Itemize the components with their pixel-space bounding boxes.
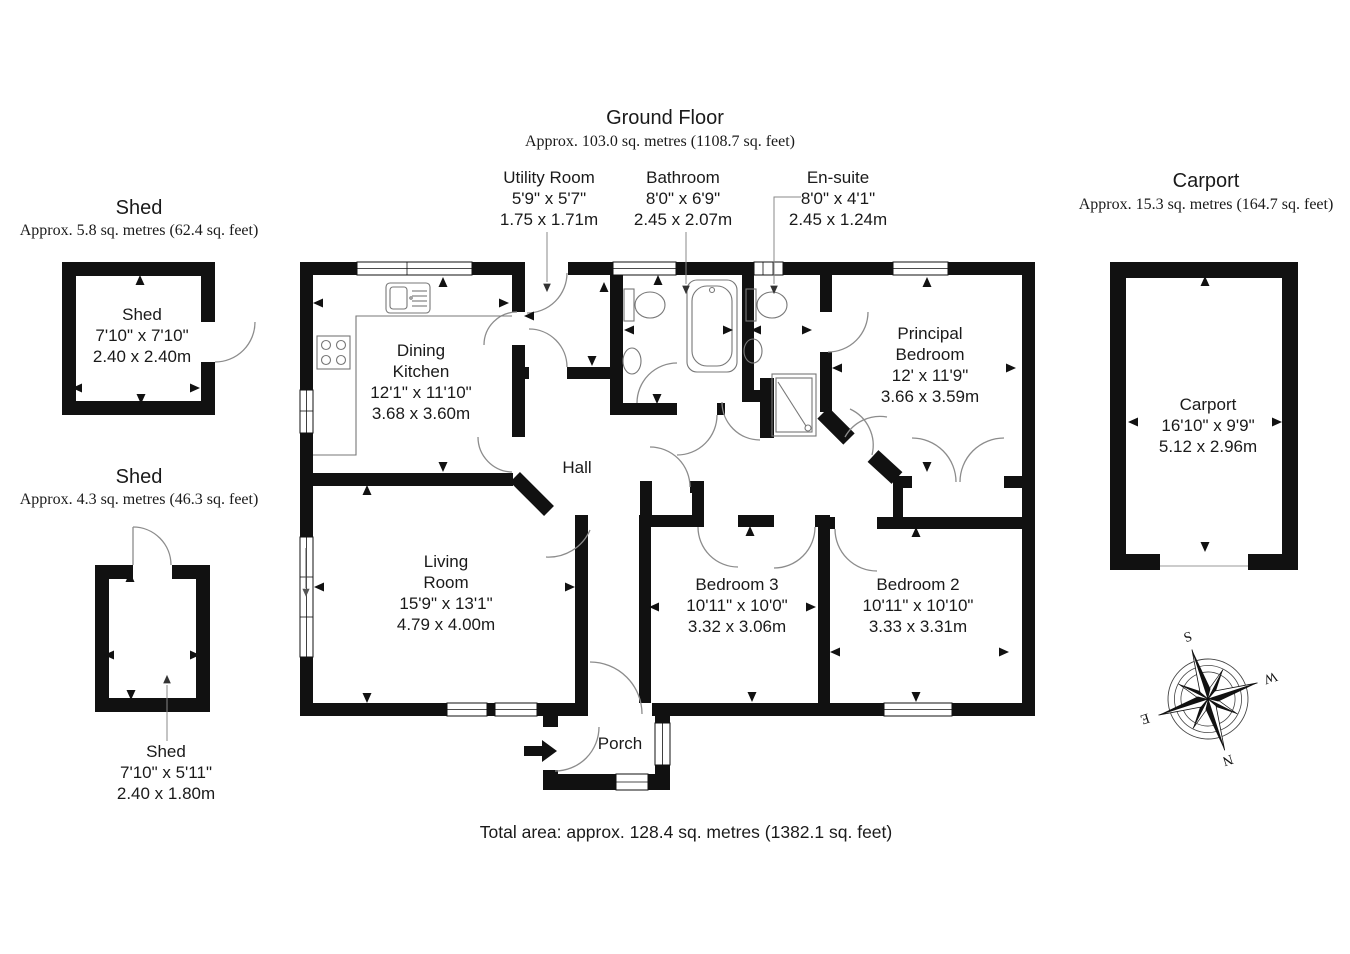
shed1-label: Shed 7'10" x 7'10" 2.40 x 2.40m bbox=[93, 304, 191, 367]
label-line: Room bbox=[423, 573, 469, 592]
room-label-bathroom: Bathroom 8'0" x 6'9" 2.45 x 2.07m bbox=[634, 167, 732, 230]
label-line: Bedroom bbox=[895, 345, 965, 364]
label-line: 10'11" x 10'0" bbox=[686, 596, 788, 615]
room-label-principal-bedroom: Principal Bedroom 12' x 11'9" 3.66 x 3.5… bbox=[881, 323, 979, 407]
leader-lines bbox=[302, 196, 801, 597]
room-label-bedroom3: Bedroom 3 10'11" x 10'0" 3.32 x 3.06m bbox=[686, 574, 787, 637]
label-line: Shed bbox=[122, 305, 162, 324]
compass-rose-icon: N E S W bbox=[1138, 627, 1279, 768]
label-line: 7'10" x 5'11" bbox=[120, 763, 212, 782]
bath-icon bbox=[686, 279, 738, 373]
shed2-header: Shed bbox=[115, 466, 163, 488]
room-label-dining-kitchen: Dining Kitchen 12'1" x 11'10" 3.68 x 3.6… bbox=[370, 340, 471, 424]
label-line: En-suite bbox=[806, 168, 870, 187]
room-label-porch: Porch bbox=[597, 734, 643, 753]
label-line: 2.40 x 1.80m bbox=[116, 784, 216, 803]
label-line: 1.75 x 1.71m bbox=[499, 210, 599, 229]
compass-main-points bbox=[1158, 649, 1258, 751]
room-label-hall: Hall bbox=[562, 458, 592, 477]
label-line: 7'10" x 7'10" bbox=[95, 326, 189, 345]
shed1-area: Approx. 5.8 sq. metres (62.4 sq. feet) bbox=[19, 222, 259, 239]
label-line: 12' x 11'9" bbox=[891, 366, 969, 385]
room-label-ensuite: En-suite 8'0" x 4'1" 2.45 x 1.24m bbox=[789, 167, 887, 230]
label-line: 12'1" x 11'10" bbox=[370, 383, 472, 402]
shed1-header: Shed bbox=[115, 197, 163, 219]
label-line: Shed bbox=[146, 742, 186, 761]
label-line: 3.33 x 3.31m bbox=[868, 617, 968, 636]
hob-icon bbox=[316, 335, 351, 370]
label-line: Bathroom bbox=[646, 168, 720, 187]
label-line: 3.68 x 3.60m bbox=[371, 404, 471, 423]
carport-plan bbox=[1110, 262, 1298, 570]
ensuite-sink-icon bbox=[743, 338, 763, 364]
shed2-label: Shed 7'10" x 5'11" 2.40 x 1.80m bbox=[117, 741, 215, 804]
diagonal-walls bbox=[510, 407, 903, 516]
page-title-area: Approx. 103.0 sq. metres (1108.7 sq. fee… bbox=[524, 133, 796, 150]
label-line: 5.12 x 2.96m bbox=[1158, 437, 1258, 456]
label-line: Principal bbox=[897, 324, 963, 343]
label-line: Living bbox=[423, 552, 469, 571]
room-label-bedroom2: Bedroom 2 10'11" x 10'10" 3.33 x 3.31m bbox=[863, 574, 974, 637]
shed-2-plan bbox=[95, 526, 210, 741]
compass-north-label: N bbox=[1220, 751, 1234, 768]
compass-east-label: E bbox=[1138, 710, 1151, 727]
label-line: 2.45 x 1.24m bbox=[788, 210, 888, 229]
shed-1-plan bbox=[62, 262, 256, 415]
label-line: 10'11" x 10'10" bbox=[862, 596, 974, 615]
compass-south-label: S bbox=[1181, 627, 1193, 644]
label-line: Dining bbox=[396, 341, 446, 360]
compass-west-label: W bbox=[1261, 668, 1279, 687]
kitchen-counter-outline bbox=[313, 315, 512, 456]
label-line: 5'9" x 5'7" bbox=[511, 189, 587, 208]
fixtures bbox=[313, 279, 817, 456]
total-area-note: Total area: approx. 128.4 sq. metres (13… bbox=[479, 822, 893, 842]
label-line: Utility Room bbox=[503, 168, 595, 187]
label-line: 4.79 x 4.00m bbox=[396, 615, 496, 634]
bathroom-toilet-icon bbox=[623, 288, 666, 322]
label-line: 2.45 x 2.07m bbox=[633, 210, 733, 229]
label-line: 3.32 x 3.06m bbox=[687, 617, 787, 636]
room-label-living-room: Living Room 15'9" x 13'1" 4.79 x 4.00m bbox=[397, 551, 495, 635]
kitchen-sink-icon bbox=[385, 282, 431, 314]
door-arcs bbox=[477, 272, 1005, 772]
label-line: 16'10" x 9'9" bbox=[1161, 416, 1255, 435]
label-line: 8'0" x 4'1" bbox=[800, 189, 876, 208]
label-line: Kitchen bbox=[392, 362, 450, 381]
label-line: 3.66 x 3.59m bbox=[880, 387, 980, 406]
label-line: Carport bbox=[1179, 395, 1237, 414]
page-title: Ground Floor bbox=[606, 107, 724, 129]
carport-label: Carport 16'10" x 9'9" 5.12 x 2.96m bbox=[1159, 394, 1257, 457]
label-line: 8'0" x 6'9" bbox=[645, 189, 721, 208]
shower-icon bbox=[771, 373, 817, 437]
ensuite-toilet-icon bbox=[745, 288, 788, 322]
shed2-area: Approx. 4.3 sq. metres (46.3 sq. feet) bbox=[19, 491, 259, 508]
label-line: 15'9" x 13'1" bbox=[399, 594, 493, 613]
bathroom-sink-icon bbox=[622, 347, 642, 375]
label-line: Bedroom 3 bbox=[695, 575, 779, 594]
carport-area: Approx. 15.3 sq. metres (164.7 sq. feet) bbox=[1078, 196, 1334, 213]
carport-header: Carport bbox=[1172, 170, 1240, 192]
label-line: 2.40 x 2.40m bbox=[92, 347, 192, 366]
label-line: Bedroom 2 bbox=[876, 575, 960, 594]
entrance-arrow-icon bbox=[524, 740, 557, 762]
room-label-utility: Utility Room 5'9" x 5'7" 1.75 x 1.71m bbox=[500, 167, 598, 230]
interior-walls bbox=[300, 262, 1035, 703]
main-house-walls bbox=[300, 262, 1035, 790]
